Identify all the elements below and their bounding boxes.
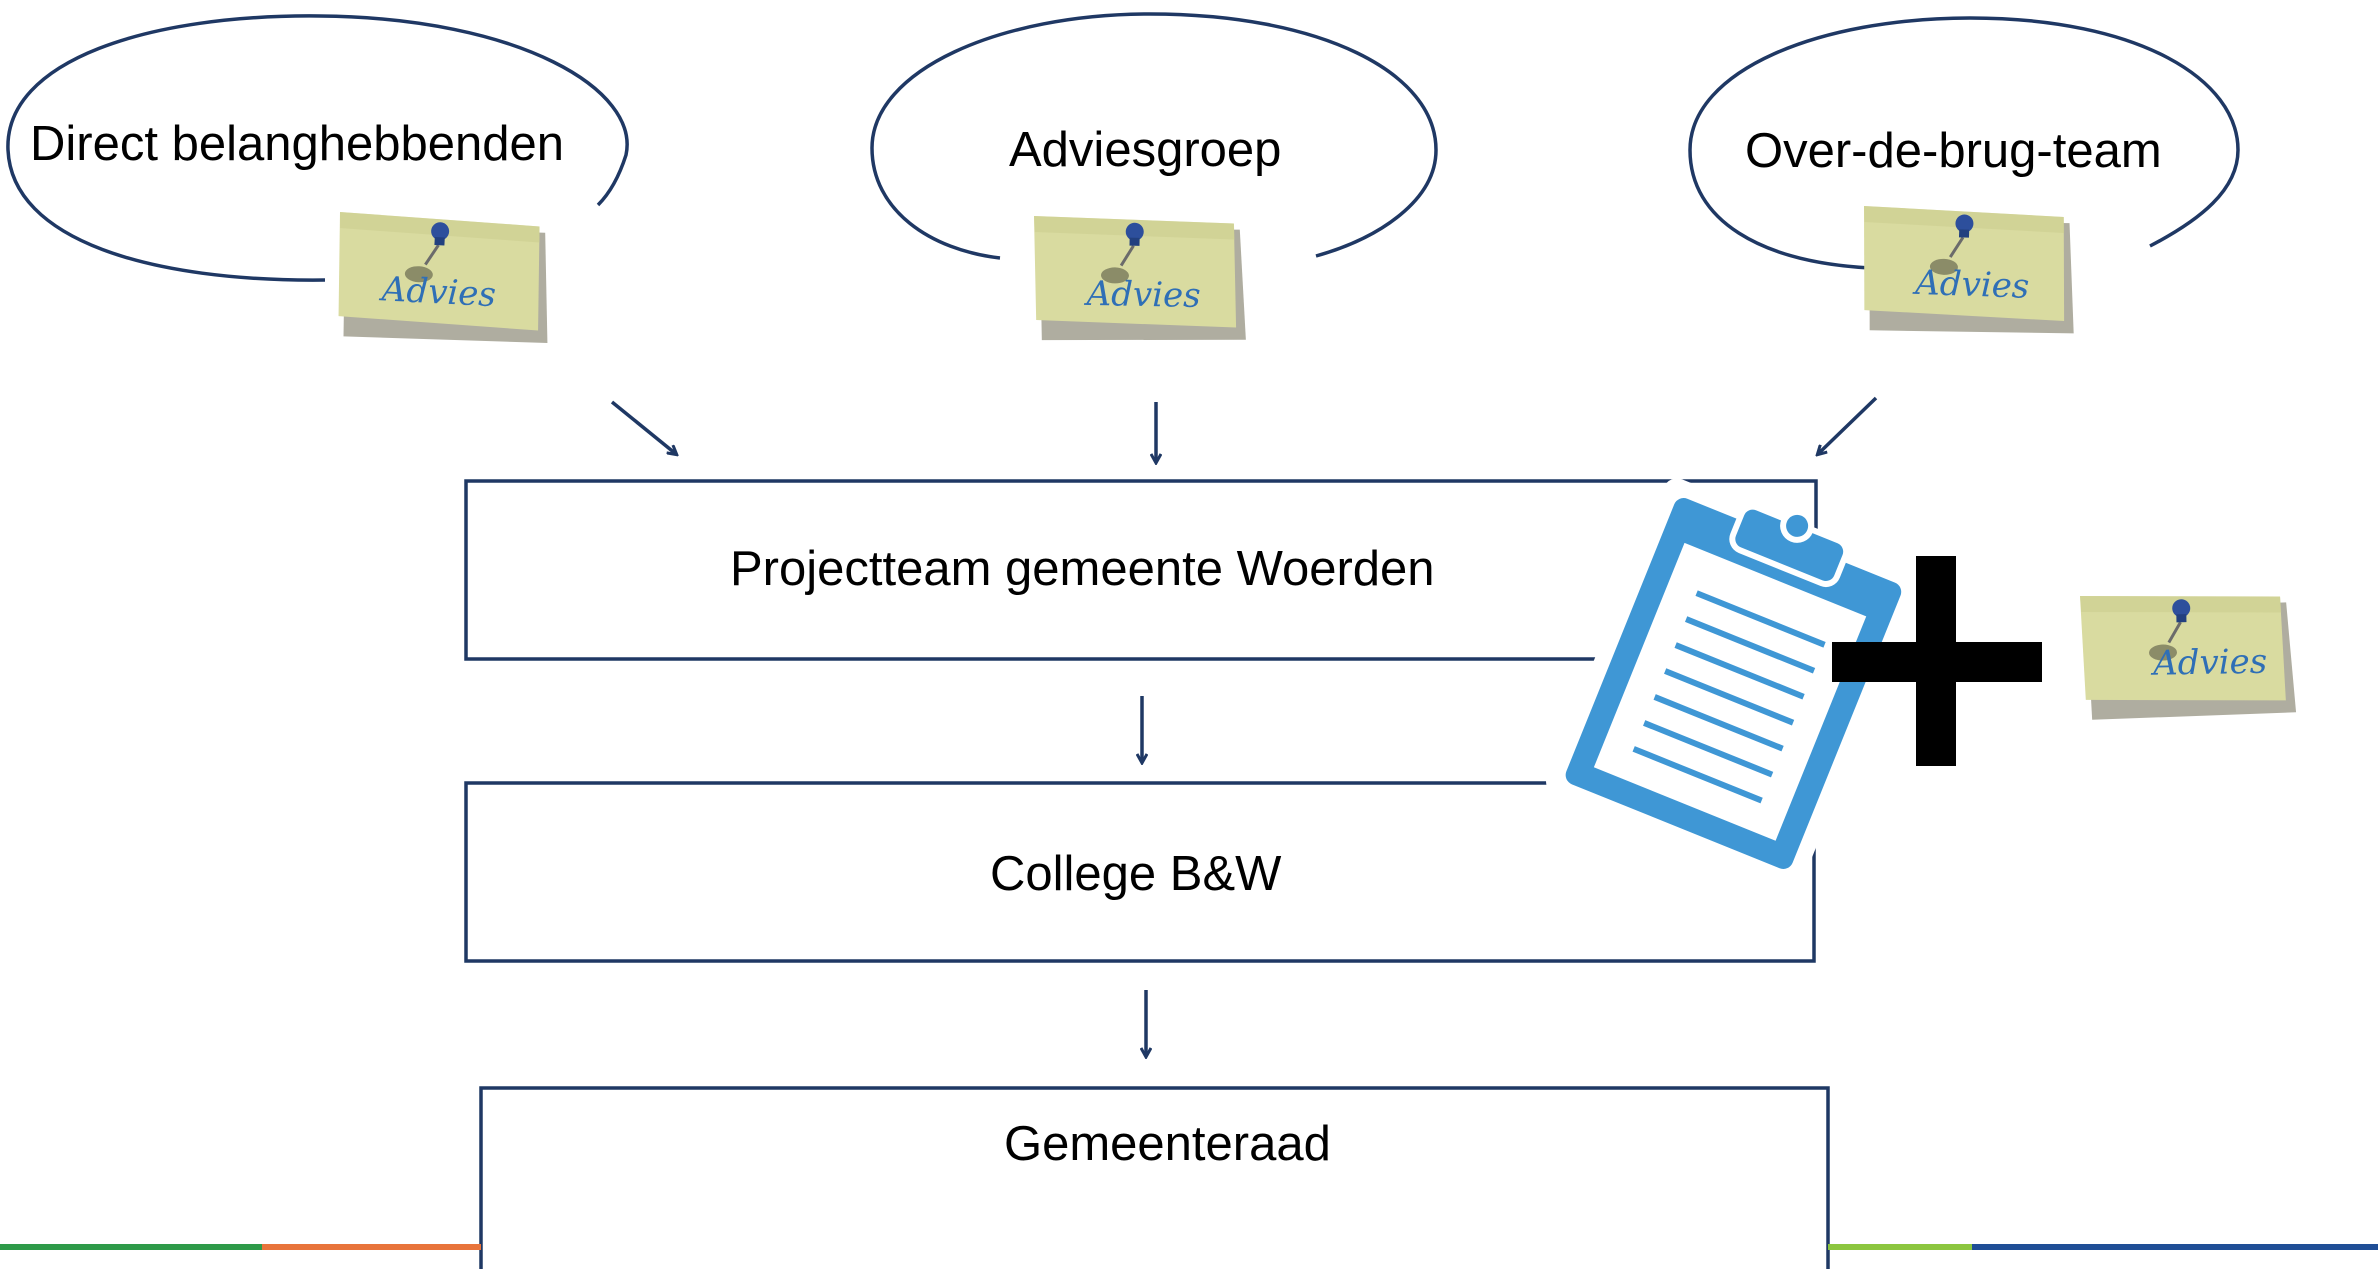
note-label: Advies: [1912, 263, 2030, 307]
sticky-note-1: Advies: [332, 210, 556, 349]
strip-orange: [262, 1244, 481, 1250]
group-label-direct: Direct belanghebbenden: [30, 117, 564, 171]
note-label: Advies: [1083, 274, 1201, 316]
strip-green: [0, 1244, 262, 1250]
bubble-brug: [1688, 16, 2240, 270]
sticky-note-4: Advies: [2078, 590, 2298, 722]
box-projectteam: [464, 479, 1818, 661]
footer-color-strip: [0, 1244, 2378, 1250]
bubble-adviesgroep: [870, 12, 1438, 260]
arrow-down-icon: [610, 400, 676, 454]
plus-icon: [1832, 556, 2042, 766]
box-gemeenteraad: [479, 1086, 1830, 1269]
sticky-note-2: Advies: [1030, 214, 1250, 346]
bubble-direct: [6, 14, 629, 282]
arrow-down-icon: [1818, 396, 1878, 454]
strip-gap: [481, 1244, 1828, 1250]
strip-lime: [1828, 1244, 1972, 1250]
group-label-adviesgroep: Adviesgroep: [1009, 123, 1282, 177]
strip-blue: [1972, 1244, 2378, 1250]
clipboard-icon: [1546, 478, 1921, 889]
group-label-brug: Over-de-brug-team: [1745, 124, 2162, 178]
note-label: Advies: [2150, 642, 2268, 684]
box-label-projectteam: Projectteam gemeente Woerden: [730, 542, 1435, 596]
box-college: [464, 781, 1816, 963]
box-label-gemeenteraad: Gemeenteraad: [1004, 1117, 1331, 1171]
sticky-note-3: Advies: [1858, 204, 2080, 339]
box-label-college: College B&W: [990, 847, 1282, 901]
note-label: Advies: [378, 269, 497, 315]
